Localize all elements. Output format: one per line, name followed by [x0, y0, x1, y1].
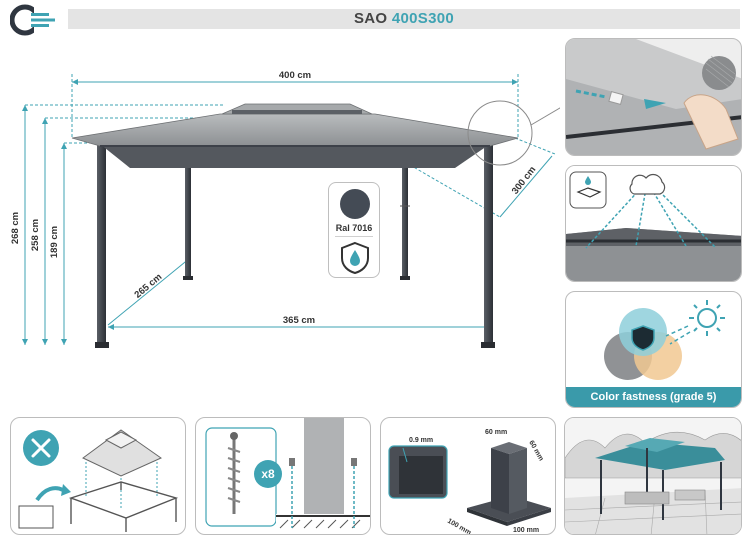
fabric-detail-panel: [565, 38, 742, 156]
gazebo-posts: [95, 142, 495, 348]
detail-zoom-circle: [467, 100, 533, 166]
profile-post-w: 60 mm: [485, 429, 507, 436]
color-fastness-panel: Color fastness (grade 5): [565, 291, 742, 408]
product-code: 400S300: [391, 10, 455, 27]
canopy-roof: [71, 113, 519, 147]
water-shield-icon: [341, 241, 369, 275]
lifestyle-sketch-panel: [564, 417, 742, 535]
page-title: SAO 400S300: [68, 10, 740, 27]
assembly-panel: [10, 417, 186, 535]
sun-icon: [689, 300, 725, 336]
dim-height-total: 268 cm: [10, 212, 21, 244]
dim-width-top: 400 cm: [279, 70, 311, 81]
profile-post-d: 60 mm: [527, 440, 544, 463]
water-repellent-icon: [569, 171, 607, 209]
ral-swatch: [340, 189, 370, 219]
post-profile-panel: 0.9 mm 60 mm 60 mm 100 mm 100 mm: [380, 417, 556, 535]
anchor-count: x8: [261, 467, 275, 481]
dim-depth-top: 300 cm: [510, 164, 539, 196]
ce-logo-icon: [10, 4, 55, 36]
dimension-lines: [24, 74, 556, 345]
dim-depth-bottom: 265 cm: [133, 272, 165, 301]
canopy-underside: [100, 144, 490, 168]
color-fastness-label: Color fastness (grade 5): [566, 387, 741, 407]
product-name: SAO: [353, 10, 388, 27]
title-bar: SAO 400S300: [68, 9, 740, 29]
ground-screw-icon: [227, 432, 241, 514]
ral-color-card: Ral 7016: [328, 182, 380, 278]
dim-height-mid: 258 cm: [30, 219, 41, 251]
shield-icon: [631, 325, 655, 351]
profile-base-w: 100 mm: [446, 518, 472, 535]
profile-base-d: 100 mm: [513, 527, 539, 534]
water-repellent-panel: [565, 165, 742, 282]
anchor-panel: x8: [195, 417, 371, 535]
profile-thickness: 0.9 mm: [409, 437, 433, 444]
dim-height-low: 189 cm: [49, 226, 60, 258]
gazebo-dimension-drawing: 400 cm 365 cm 265 cm 300 cm 268 cm 258 c…: [10, 70, 560, 348]
cloud-icon: [629, 173, 666, 195]
dim-width-bottom: 365 cm: [283, 315, 315, 326]
ral-label: Ral 7016: [335, 223, 373, 233]
